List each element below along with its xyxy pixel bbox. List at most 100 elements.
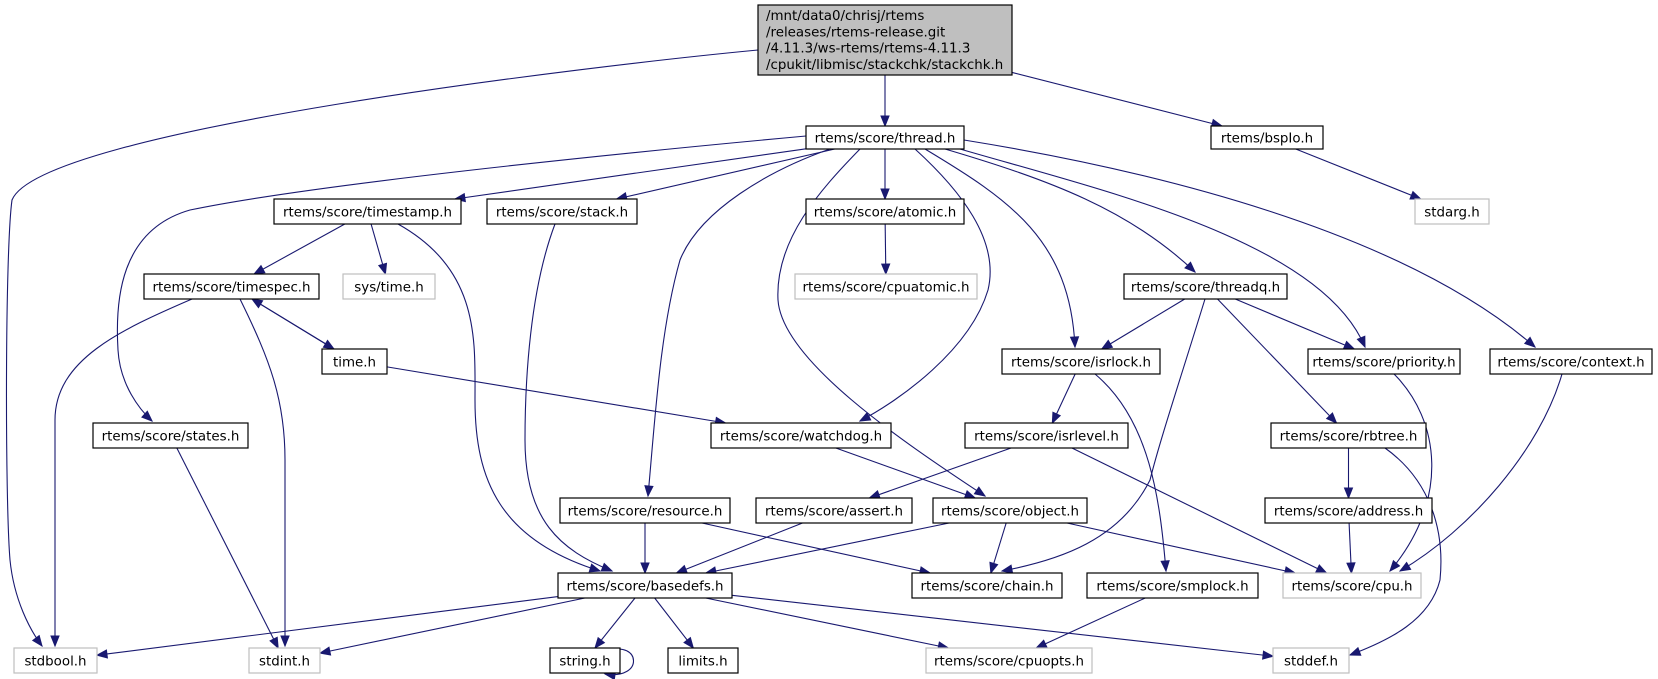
- node-box: [1489, 348, 1653, 375]
- edge-threadq-to-chain: [1000, 298, 1206, 574]
- edge-basedefs-to-string: [594, 597, 636, 650]
- edge-thread-to-priority: [959, 148, 1366, 349]
- arrowhead-icon: [594, 636, 606, 650]
- arrowhead-icon: [377, 262, 388, 276]
- node-box: [667, 647, 739, 674]
- node-box: [1123, 273, 1288, 300]
- edge-line: [5, 49, 759, 647]
- node-box: [932, 497, 1088, 524]
- node-isrlevel[interactable]: rtems/score/isrlevel.h: [964, 422, 1129, 449]
- arrowhead-icon: [1398, 561, 1412, 572]
- node-smplock[interactable]: rtems/score/smplock.h: [1086, 572, 1259, 599]
- node-label: stdint.h: [259, 655, 310, 670]
- node-box: [805, 125, 965, 150]
- node-threadq[interactable]: rtems/score/threadq.h: [1123, 273, 1288, 300]
- edge-thread-to-isrlock: [924, 148, 1080, 349]
- node-label: rtems/score/stack.h: [496, 206, 628, 221]
- arrowhead-icon: [1035, 639, 1048, 649]
- node-box: [1272, 647, 1350, 674]
- edge-line: [777, 148, 986, 497]
- node-stddef: stddef.h: [1272, 647, 1350, 674]
- edge-line: [1217, 298, 1337, 424]
- edge-time-to-timespec: [250, 298, 335, 350]
- node-basedefs[interactable]: rtems/score/basedefs.h: [557, 572, 733, 599]
- node-root[interactable]: /mnt/data0/chrisj/rtems/releases/rtems-r…: [757, 4, 1013, 76]
- arrowhead-icon: [1409, 190, 1422, 200]
- node-label: rtems/score/chain.h: [920, 580, 1053, 595]
- node-box: [559, 497, 731, 524]
- node-timespec[interactable]: rtems/score/timespec.h: [143, 273, 320, 300]
- node-string[interactable]: string.h: [549, 647, 621, 674]
- node-label: rtems/score/resource.h: [568, 505, 723, 520]
- node-address[interactable]: rtems/score/address.h: [1264, 497, 1433, 524]
- node-label: rtems/score/smplock.h: [1096, 580, 1248, 595]
- node-box: [710, 422, 892, 449]
- edge-timestamp-to-timespec: [252, 223, 346, 275]
- node-box: [911, 572, 1063, 599]
- node-bspio[interactable]: rtems/bspIo.h: [1210, 125, 1324, 150]
- node-assert[interactable]: rtems/score/assert.h: [755, 497, 913, 524]
- node-label: rtems/score/address.h: [1274, 505, 1423, 520]
- node-box: [342, 273, 436, 300]
- edge-layer: [5, 49, 1563, 679]
- node-label: rtems/score/cpuopts.h: [934, 655, 1084, 670]
- arrowhead-icon: [1325, 412, 1338, 424]
- arrowhead-icon: [880, 263, 891, 276]
- node-label: rtems/score/assert.h: [765, 505, 903, 520]
- edge-threadq-to-rbtree: [1217, 298, 1338, 424]
- edge-atomic-to-cpuatomic: [880, 223, 891, 276]
- node-cpuopts: rtems/score/cpuopts.h: [925, 647, 1093, 674]
- node-time[interactable]: time.h: [321, 348, 388, 375]
- node-thread[interactable]: rtems/score/thread.h: [805, 125, 965, 150]
- arrowhead-icon: [880, 188, 890, 201]
- node-box: [1210, 125, 1324, 150]
- node-stdint: stdint.h: [248, 647, 321, 674]
- edge-line: [959, 148, 1366, 348]
- node-box: [925, 647, 1093, 674]
- node-label: rtems/score/priority.h: [1312, 356, 1455, 371]
- node-isrlock[interactable]: rtems/score/isrlock.h: [1001, 348, 1161, 375]
- edge-line: [454, 148, 807, 200]
- node-states[interactable]: rtems/score/states.h: [92, 422, 249, 449]
- node-chain[interactable]: rtems/score/chain.h: [911, 572, 1063, 599]
- node-resource[interactable]: rtems/score/resource.h: [559, 497, 731, 524]
- node-watchdog[interactable]: rtems/score/watchdog.h: [710, 422, 892, 449]
- arrowhead-icon: [1000, 564, 1014, 574]
- node-object[interactable]: rtems/score/object.h: [932, 497, 1088, 524]
- edge-priority-to-cpu: [1389, 373, 1433, 573]
- node-cpuatomic: rtems/score/cpuatomic.h: [794, 273, 978, 300]
- edge-time-to-watchdog: [386, 366, 727, 426]
- edge-bspio-to-stdarg: [1295, 148, 1422, 200]
- node-stdbool: stdbool.h: [13, 647, 98, 674]
- edge-thread-to-resource: [644, 148, 831, 498]
- edge-line: [176, 447, 279, 649]
- node-box: [248, 647, 321, 674]
- edge-line: [963, 139, 1536, 348]
- node-rbtree[interactable]: rtems/score/rbtree.h: [1270, 422, 1427, 449]
- arrowhead-icon: [250, 298, 264, 309]
- node-atomic[interactable]: rtems/score/atomic.h: [805, 198, 965, 225]
- node-timestamp[interactable]: rtems/score/timestamp.h: [273, 198, 462, 225]
- node-box: [486, 198, 638, 225]
- edge-line: [319, 597, 586, 654]
- node-limits[interactable]: limits.h: [667, 647, 739, 674]
- arrowhead-icon: [1348, 646, 1362, 656]
- node-stack[interactable]: rtems/score/stack.h: [486, 198, 638, 225]
- node-label: rtems/score/watchdog.h: [720, 430, 882, 445]
- node-label: string.h: [559, 655, 610, 670]
- arrowhead-icon: [640, 562, 650, 575]
- edge-line: [731, 594, 1274, 657]
- arrowhead-icon: [1389, 559, 1401, 573]
- arrowhead-icon: [588, 563, 602, 573]
- node-label: stddef.h: [1284, 655, 1338, 670]
- edge-stack-to-basedefs: [524, 223, 614, 572]
- node-box: [1270, 422, 1427, 449]
- edge-line: [1036, 597, 1146, 649]
- arrowhead-icon: [1343, 487, 1354, 500]
- node-priority[interactable]: rtems/score/priority.h: [1307, 348, 1461, 375]
- node-context[interactable]: rtems/score/context.h: [1489, 348, 1653, 375]
- arrowhead-icon: [1315, 564, 1328, 574]
- arrowhead-icon: [1160, 560, 1170, 573]
- edge-thread-to-watchdog: [858, 148, 991, 422]
- edge-line: [253, 223, 346, 275]
